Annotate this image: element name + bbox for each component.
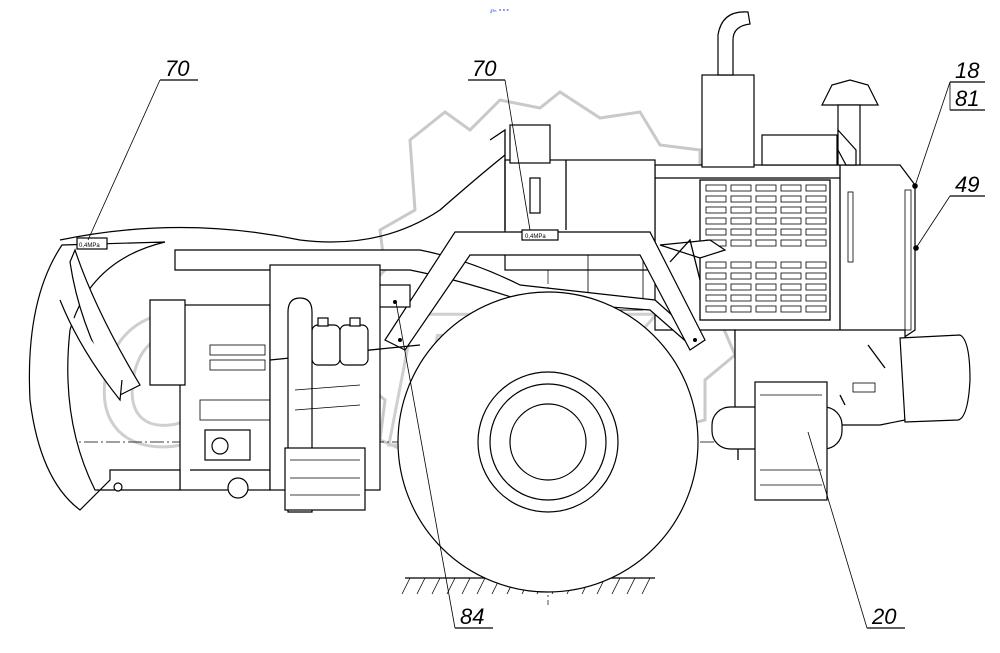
grille-slot (805, 206, 827, 214)
callout-70-left: 70 (165, 56, 190, 81)
grille-slot (755, 228, 777, 236)
grille-slot (805, 261, 827, 269)
front-wheel (397, 291, 699, 593)
grille-slot (730, 305, 752, 313)
loader-arm (174, 231, 727, 351)
exhaust-pipe (701, 11, 755, 168)
grille-slot (755, 239, 777, 247)
grille-slot (705, 305, 727, 313)
grille-slot (755, 283, 777, 291)
grille-slot (805, 305, 827, 313)
grille-slot (730, 217, 752, 225)
callout-70-center: 70 (472, 56, 497, 81)
air-precleaner (761, 79, 879, 166)
grille-slot (780, 217, 802, 225)
grille-slot (755, 206, 777, 214)
grille-slot (705, 272, 727, 280)
grille-slot (805, 283, 827, 291)
front-step-ladder (284, 297, 366, 513)
grille-slot (780, 184, 802, 192)
callout-18: 18 (955, 58, 980, 83)
air-bottles (311, 317, 369, 366)
plate-center-text: 0,4MPa (525, 234, 546, 240)
grille-slot (780, 305, 802, 313)
grille-slot (730, 206, 752, 214)
rear-step-ladder (754, 381, 828, 501)
plate-left-text: 0,4MPa (79, 243, 100, 249)
grille-slot (730, 184, 752, 192)
grille-slot (705, 184, 727, 192)
leader-lines (87, 79, 985, 629)
grille-slot (705, 195, 727, 203)
grille-slot (805, 217, 827, 225)
grille-slot (805, 228, 827, 236)
front-bucket: 0,4MPa (28, 154, 506, 511)
grille-slot (755, 294, 777, 302)
grille-slot (705, 217, 727, 225)
grille-slot (805, 184, 827, 192)
grille-slot (780, 195, 802, 203)
grille-slot (705, 228, 727, 236)
callout-20: 20 (871, 604, 897, 629)
grille-slot (705, 283, 727, 291)
grille-slot (780, 239, 802, 247)
grille-slot (730, 228, 752, 236)
grille-slot (805, 294, 827, 302)
callout-49: 49 (955, 172, 979, 197)
grille-slot (780, 206, 802, 214)
grille-slot (755, 184, 777, 192)
grille-slot (755, 217, 777, 225)
grille-slot (705, 261, 727, 269)
grille-slot (780, 261, 802, 269)
grille-slot (730, 195, 752, 203)
grille-slot (730, 261, 752, 269)
grille-slot (730, 239, 752, 247)
grille-slot (705, 206, 727, 214)
grille-slot (780, 272, 802, 280)
grille-slot (780, 294, 802, 302)
grille-slot (730, 294, 752, 302)
grille-slot (780, 283, 802, 291)
grille-slot (755, 305, 777, 313)
top-mark: ℘ₙ ∘∘∘ (490, 8, 510, 14)
grille-slot (730, 272, 752, 280)
grille-slot (705, 294, 727, 302)
grille-slot (730, 283, 752, 291)
callout-84: 84 (460, 604, 484, 629)
grille-slot (755, 261, 777, 269)
grille-slot (755, 195, 777, 203)
callout-81: 81 (955, 86, 979, 111)
grille-slot (805, 272, 827, 280)
grille-slot (780, 228, 802, 236)
grille-slot (805, 239, 827, 247)
grille-slot (805, 195, 827, 203)
plate-center: 0,4MPa (521, 229, 559, 241)
grille-slot (755, 272, 777, 280)
